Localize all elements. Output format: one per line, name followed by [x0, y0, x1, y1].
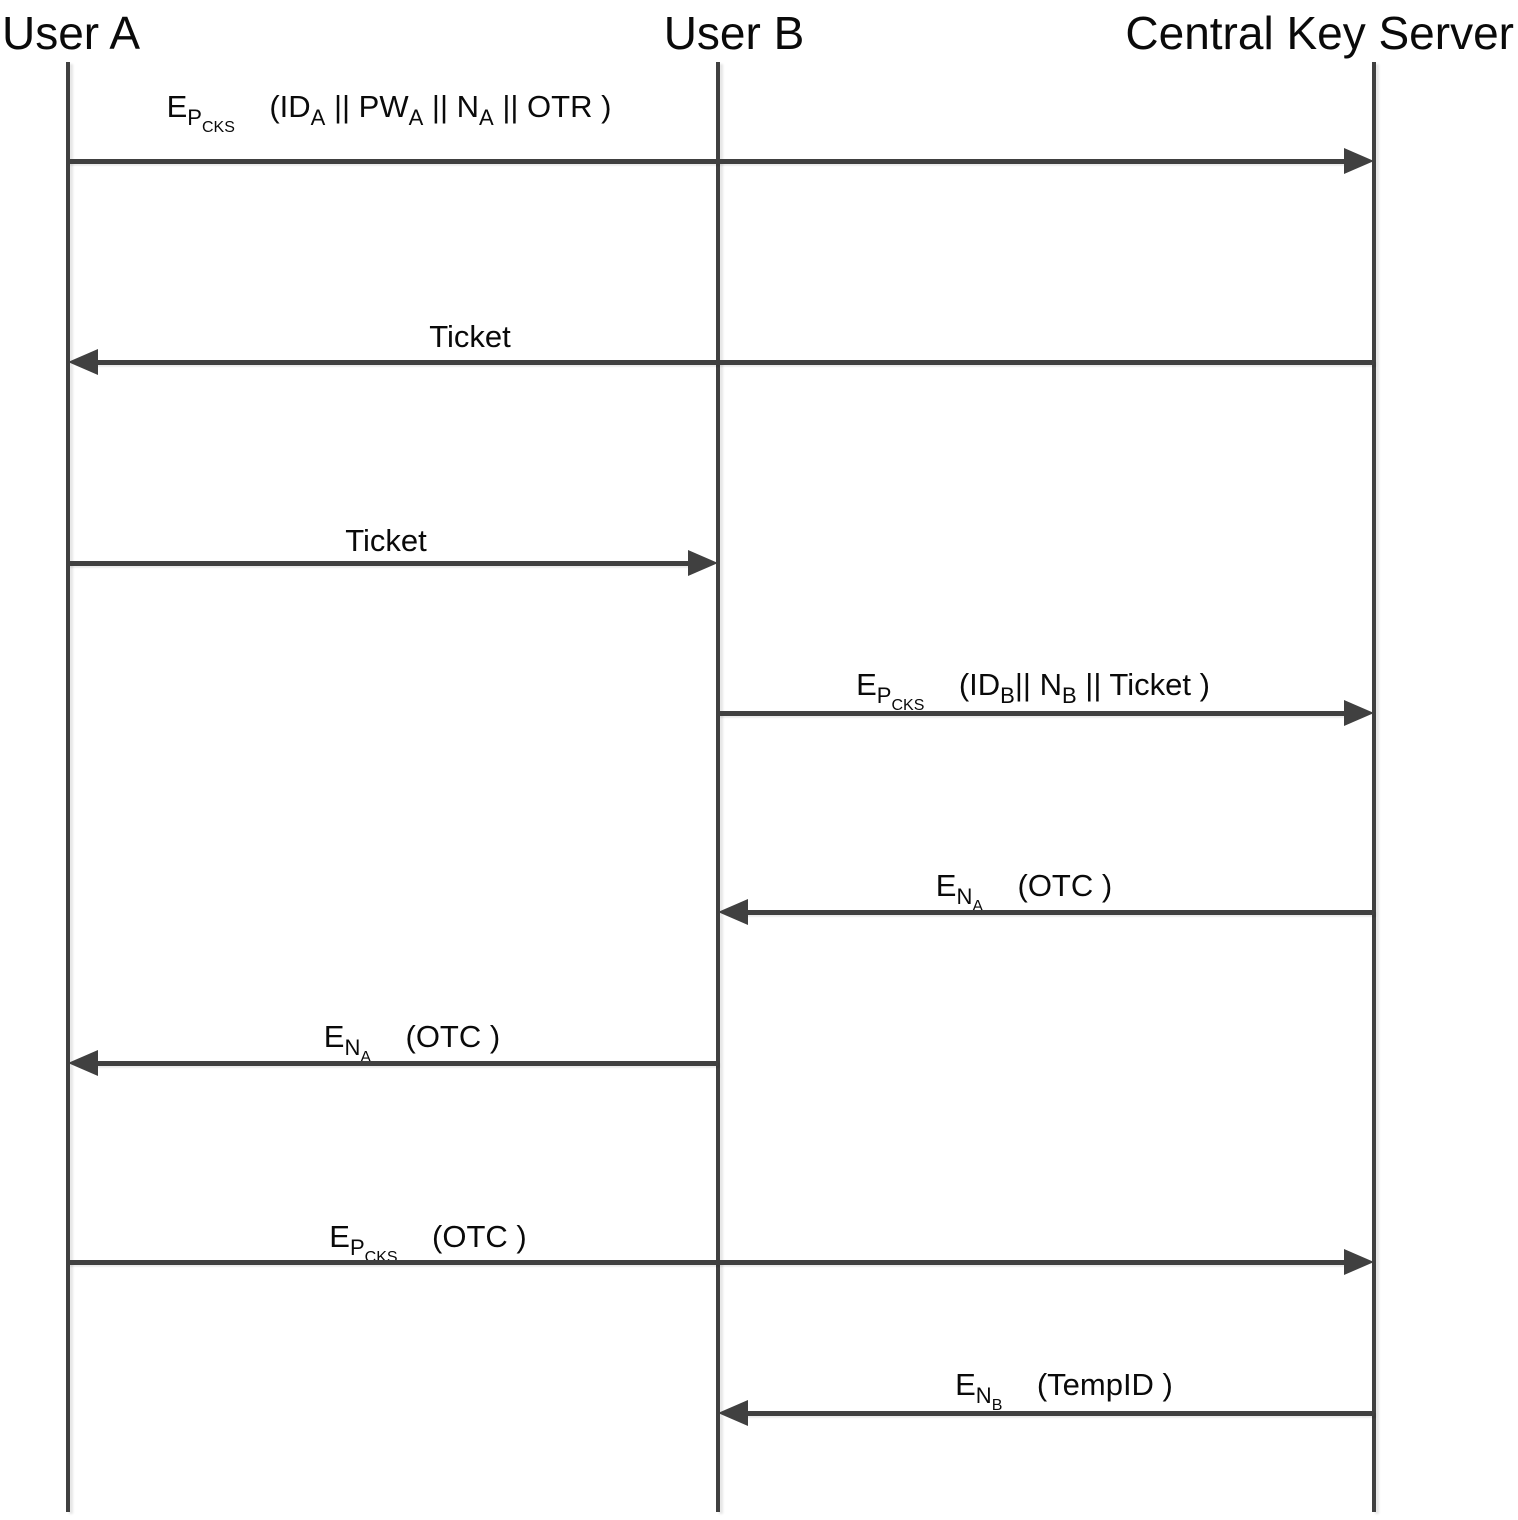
- arrowhead-right-icon: [1344, 148, 1374, 174]
- arrow-shaft: [94, 1060, 718, 1066]
- message-arrow-7: [68, 1249, 1374, 1275]
- message-label-5: ENA (OTC ): [935, 868, 1113, 915]
- arrowhead-left-icon: [718, 1400, 748, 1426]
- actor-label-central-key-server: Central Key Server: [1125, 7, 1514, 59]
- arrowhead-right-icon: [1344, 700, 1374, 726]
- lifeline-central-key-server: [1372, 62, 1376, 1512]
- arrow-shaft: [744, 909, 1374, 915]
- arrowhead-left-icon: [718, 899, 748, 925]
- lifeline-user-a: [66, 62, 70, 1512]
- arrow-shaft: [68, 1259, 1348, 1265]
- message-arrow-5: [718, 899, 1374, 925]
- message-label-8: ENB (TempID ): [955, 1367, 1173, 1414]
- message-arrow-8: [718, 1400, 1374, 1426]
- message-arrow-6: [68, 1050, 718, 1076]
- message-label-6: ENA (OTC ): [323, 1019, 501, 1066]
- arrowhead-left-icon: [68, 349, 98, 375]
- actor-label-user-a: User A: [2, 7, 141, 59]
- lifeline-user-b: [716, 62, 720, 1512]
- message-label-4: EPCKS (IDB|| NB || Ticket ): [856, 667, 1210, 714]
- arrow-shaft: [744, 1410, 1374, 1416]
- arrowhead-right-icon: [1344, 1249, 1374, 1275]
- message-label-2: Ticket: [429, 319, 511, 354]
- arrowhead-left-icon: [68, 1050, 98, 1076]
- arrow-shaft: [68, 158, 1348, 164]
- arrowhead-right-icon: [688, 550, 718, 576]
- message-label-3: Ticket: [345, 523, 427, 558]
- message-arrow-4: [718, 700, 1374, 726]
- message-label-1: EPCKS (IDA || PWA || NA || OTR ): [166, 89, 612, 136]
- message-arrow-1: [68, 148, 1374, 174]
- actor-label-user-b: User B: [663, 7, 805, 59]
- arrow-shaft: [718, 710, 1348, 716]
- message-arrow-2: [68, 349, 1374, 375]
- arrow-shaft: [94, 359, 1374, 365]
- message-arrow-3: [68, 550, 718, 576]
- arrow-shaft: [68, 560, 692, 566]
